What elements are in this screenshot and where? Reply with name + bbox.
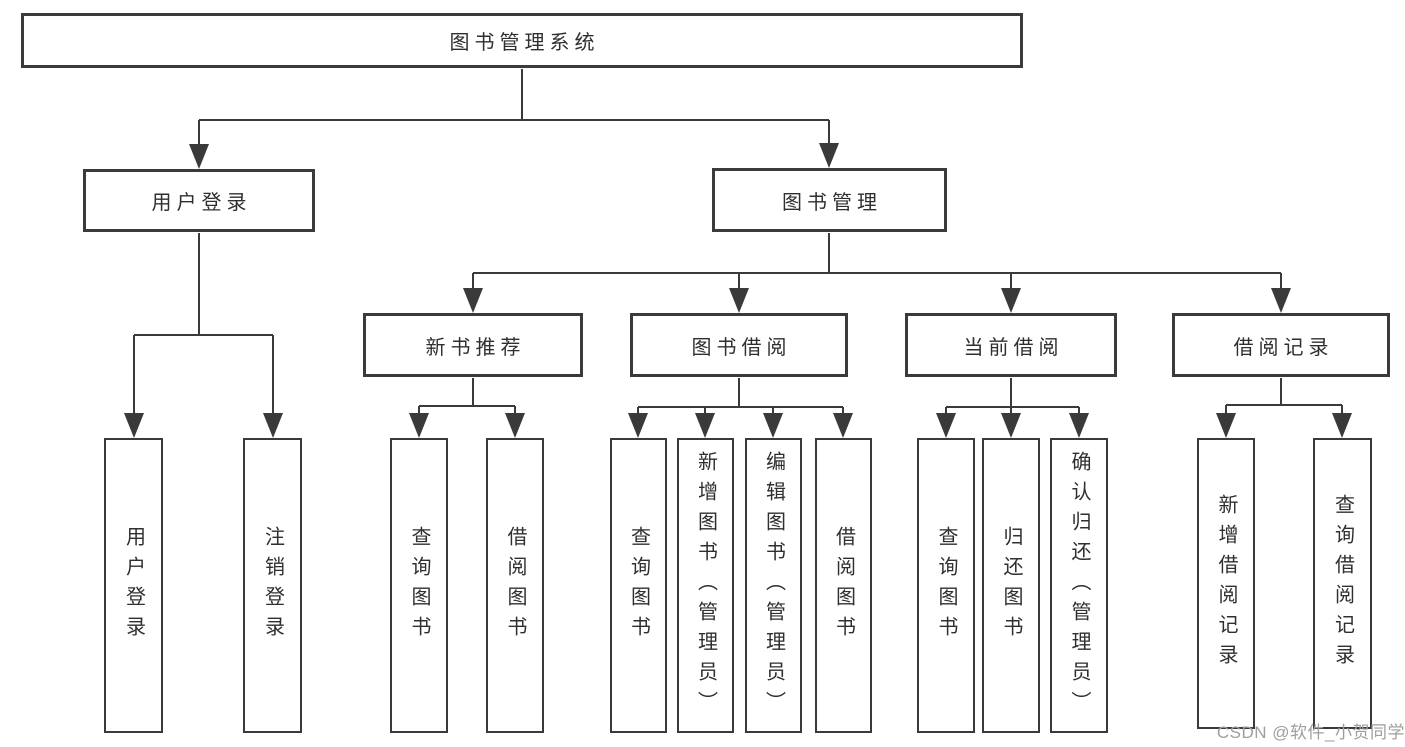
arrowhead-icon xyxy=(505,413,525,438)
leaf-label: 注销登录 xyxy=(261,525,284,646)
leaf-label: 查询图书 xyxy=(627,525,650,646)
arrowhead-icon xyxy=(763,413,783,438)
arrowhead-icon xyxy=(1271,288,1291,313)
arrowhead-icon xyxy=(1332,413,1352,438)
arrowhead-icon xyxy=(1001,288,1021,313)
node-label: 图书管理 xyxy=(782,191,882,214)
leaf-label: 编辑图书（管理员） xyxy=(762,450,785,721)
edge-borrow-records-children xyxy=(1225,378,1343,414)
node-new-book-recommend: 新书推荐 xyxy=(363,313,583,377)
leaf-label: 新增图书（管理员） xyxy=(694,450,717,721)
leaf-logout: 注销登录 xyxy=(243,438,302,733)
node-borrow-records: 借阅记录 xyxy=(1172,313,1390,377)
leaf-edit-book-admin: 编辑图书（管理员） xyxy=(745,438,802,733)
edge-user-login-children xyxy=(133,233,274,414)
watermark: CSDN @软件_小贺同学 xyxy=(1216,723,1405,742)
arrowhead-icon xyxy=(1216,413,1236,438)
node-book-management: 图书管理 xyxy=(712,168,947,232)
leaf-query-books-borrow: 查询图书 xyxy=(610,438,667,733)
leaf-label: 查询借阅记录 xyxy=(1331,493,1354,674)
node-label: 借阅记录 xyxy=(1233,336,1334,359)
leaf-label: 借阅图书 xyxy=(504,525,526,646)
leaf-query-books-current: 查询图书 xyxy=(917,438,975,733)
node-label: 当前借阅 xyxy=(963,336,1064,359)
arrowhead-icon xyxy=(409,413,429,438)
arrowhead-icon xyxy=(729,288,749,313)
leaf-label: 新增借阅记录 xyxy=(1215,493,1237,674)
edge-new-book-recommend-children xyxy=(418,378,516,414)
arrowhead-icon xyxy=(1069,413,1089,438)
leaf-label: 借阅图书 xyxy=(832,525,855,646)
arrowhead-icon xyxy=(695,413,715,438)
edge-current-borrow-children xyxy=(945,378,1080,414)
arrowhead-icon xyxy=(189,144,209,169)
edge-root-to-level2 xyxy=(198,69,830,145)
leaf-borrow-books-recommend: 借阅图书 xyxy=(486,438,544,733)
leaf-query-books-recommend: 查询图书 xyxy=(390,438,448,733)
leaf-add-borrow-record: 新增借阅记录 xyxy=(1197,438,1255,729)
node-label: 用户登录 xyxy=(151,192,252,214)
arrowheads xyxy=(124,143,1352,438)
node-label: 新书推荐 xyxy=(425,336,526,359)
leaf-label: 查询图书 xyxy=(935,525,957,646)
arrowhead-icon xyxy=(124,413,144,438)
leaf-query-borrow-record: 查询借阅记录 xyxy=(1313,438,1372,729)
leaf-confirm-return-admin: 确认归还（管理员） xyxy=(1050,438,1108,733)
arrowhead-icon xyxy=(463,288,483,313)
node-label: 图书借阅 xyxy=(691,336,792,359)
edge-book-borrow-children xyxy=(637,378,844,414)
leaf-label: 确认归还（管理员） xyxy=(1068,450,1090,721)
arrowhead-icon xyxy=(263,413,283,438)
arrowhead-icon xyxy=(1001,413,1021,438)
node-library-management-system: 图书管理系统 xyxy=(21,13,1023,68)
arrowhead-icon xyxy=(628,413,648,438)
leaf-user-login: 用户登录 xyxy=(104,438,163,733)
leaf-add-book-admin: 新增图书（管理员） xyxy=(677,438,734,733)
node-label: 图书管理系统 xyxy=(449,32,600,54)
node-book-borrow: 图书借阅 xyxy=(630,313,848,377)
arrowhead-icon xyxy=(819,143,839,168)
leaf-return-book: 归还图书 xyxy=(982,438,1040,733)
leaf-label: 用户登录 xyxy=(122,525,145,646)
arrowhead-icon xyxy=(936,413,956,438)
edge-book-management-children xyxy=(472,233,1282,289)
node-current-borrow: 当前借阅 xyxy=(905,313,1117,377)
arrowhead-icon xyxy=(833,413,853,438)
node-user-login: 用户登录 xyxy=(83,169,315,232)
leaf-label: 查询图书 xyxy=(408,525,430,646)
leaf-borrow-books: 借阅图书 xyxy=(815,438,872,733)
leaf-label: 归还图书 xyxy=(1000,525,1022,646)
